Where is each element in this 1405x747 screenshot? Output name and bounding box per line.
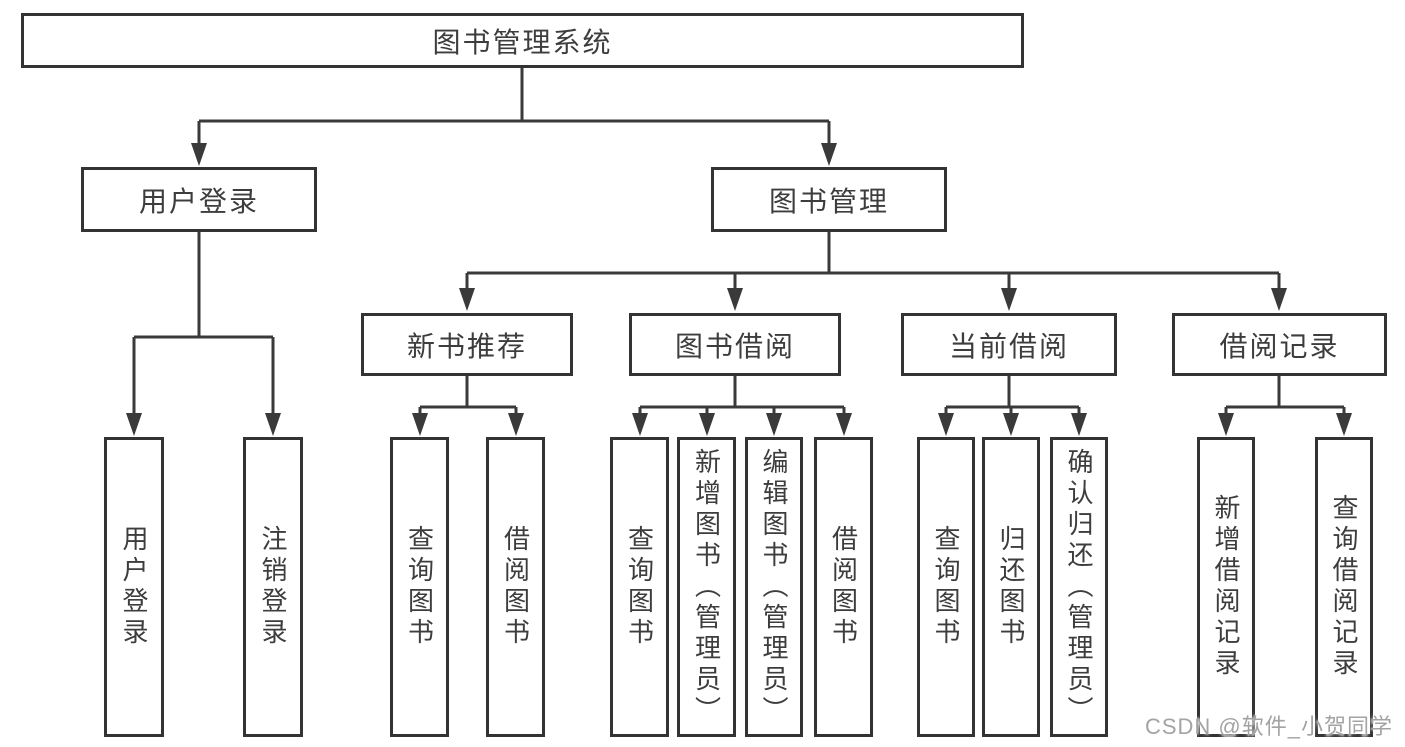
leaf-borrow-books: 借阅图书 (814, 437, 873, 737)
node-book-management: 图书管理 (711, 167, 947, 232)
node-borrow-records: 借阅记录 (1172, 313, 1387, 376)
node-label: 借阅图书 (828, 525, 859, 649)
node-label: 图书管理 (768, 185, 889, 217)
node-label: 借阅图书 (500, 525, 531, 649)
node-label: 用户登录 (119, 525, 149, 649)
leaf-edit-book-admin: 编辑图书（管理员） (745, 437, 803, 737)
node-label: 新书推荐 (406, 330, 527, 362)
leaf-confirm-return-admin: 确认归还（管理员） (1050, 437, 1108, 737)
node-label: 查询借阅记录 (1329, 494, 1359, 680)
node-label: 图书借阅 (674, 330, 795, 362)
leaf-return-books: 归还图书 (982, 437, 1040, 737)
node-library-management-system: 图书管理系统 (21, 13, 1024, 68)
node-label: 编辑图书（管理员） (759, 447, 789, 727)
leaf-user-login: 用户登录 (104, 437, 164, 737)
leaf-add-book-admin: 新增图书（管理员） (677, 437, 736, 737)
node-label: 图书管理系统 (432, 26, 613, 58)
csdn-watermark: CSDN @软件_小贺同学 (1144, 714, 1393, 739)
node-label: 当前借阅 (948, 330, 1069, 362)
node-label: 确认归还（管理员） (1064, 447, 1094, 727)
leaf-query-books: 查询图书 (917, 437, 975, 737)
node-new-book-recommend: 新书推荐 (361, 313, 573, 376)
node-label: 新增图书（管理员） (691, 447, 722, 727)
leaf-query-books: 查询图书 (610, 437, 669, 737)
node-label: 查询图书 (624, 525, 655, 649)
node-book-borrow: 图书借阅 (629, 313, 841, 376)
leaf-query-borrow-record: 查询借阅记录 (1315, 437, 1373, 737)
leaf-add-borrow-record: 新增借阅记录 (1197, 437, 1255, 737)
node-label: 新增借阅记录 (1211, 494, 1241, 680)
node-label: 借阅记录 (1219, 330, 1340, 362)
leaf-borrow-books: 借阅图书 (486, 437, 545, 737)
node-user-login: 用户登录 (81, 167, 317, 232)
node-current-borrow: 当前借阅 (901, 313, 1117, 376)
node-label: 注销登录 (258, 525, 288, 649)
node-label: 归还图书 (996, 525, 1026, 649)
node-label: 查询图书 (404, 525, 435, 649)
leaf-query-books: 查询图书 (390, 437, 449, 737)
leaf-logout: 注销登录 (243, 437, 303, 737)
node-label: 查询图书 (931, 525, 961, 649)
node-label: 用户登录 (138, 185, 259, 217)
